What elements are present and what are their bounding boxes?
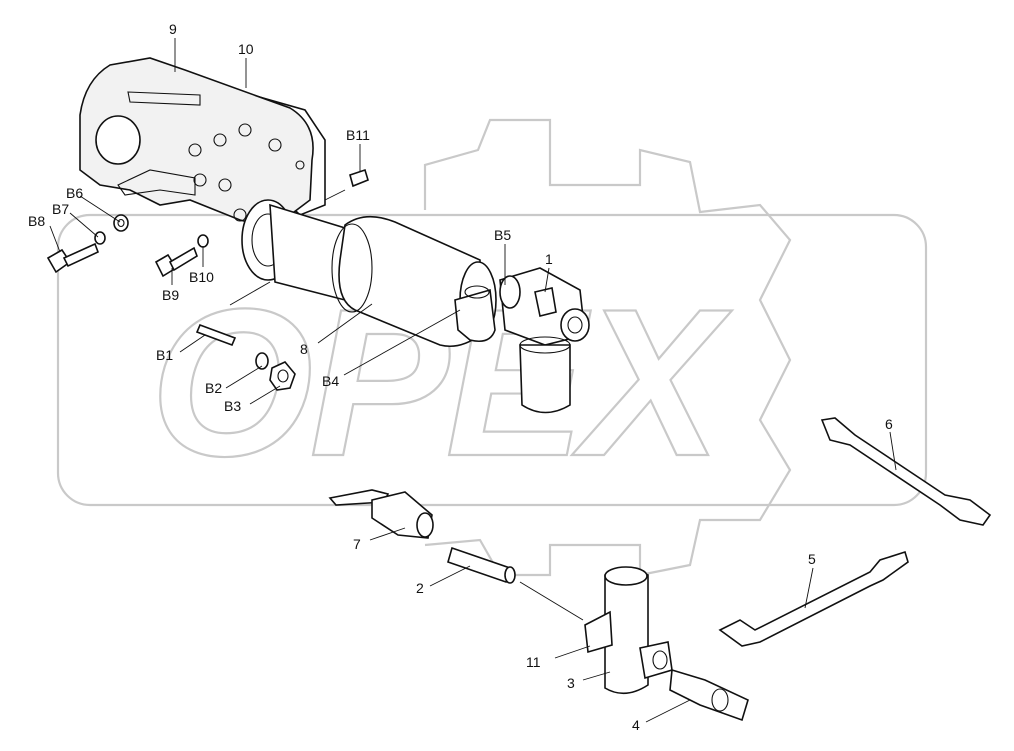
cylinder-body: [338, 215, 481, 348]
callout-B10: B10: [189, 269, 214, 285]
plug-11: [584, 610, 613, 654]
lock-washer-b7: [94, 231, 106, 245]
washer-b10: [197, 234, 209, 248]
nut-b3: [269, 361, 296, 391]
callout-6: 6: [885, 416, 893, 432]
callout-B4: B4: [322, 373, 339, 389]
pin-b11: [349, 168, 369, 188]
callout-11: 11: [526, 654, 541, 670]
callout-B7: B7: [52, 201, 69, 217]
callout-labels: 9 10 B11 B6 B7 B8 B5 1 B10 B9 8 B1 B4 B2…: [28, 21, 893, 733]
callout-9: 9: [169, 21, 177, 37]
filter-valve-assembly: [499, 267, 590, 414]
callout-B2: B2: [205, 380, 222, 396]
lower-components: [328, 417, 992, 722]
adapter-4: [669, 668, 749, 722]
callout-B1: B1: [156, 347, 173, 363]
leader-lines: [49, 38, 897, 723]
callout-10: 10: [238, 41, 254, 57]
cylinder-assembly: [241, 199, 497, 348]
pipe-6: [820, 417, 992, 526]
callout-B5: B5: [494, 227, 511, 243]
callout-B9: B9: [162, 287, 179, 303]
bracket-plate: [79, 57, 314, 226]
callout-7: 7: [353, 536, 361, 552]
stud-b1: [195, 323, 237, 347]
callout-B8: B8: [28, 213, 45, 229]
callout-B11: B11: [346, 127, 370, 143]
flat-washer-b6: [113, 214, 129, 232]
pipe-5: [718, 550, 909, 647]
filter-bowl: [519, 344, 571, 414]
callout-B3: B3: [224, 398, 241, 414]
bracket-plate-assembly: [79, 57, 326, 226]
watermark-gear-outline: [423, 118, 792, 577]
watermark-rounded-frame: [56, 213, 928, 507]
callout-2: 2: [416, 580, 424, 596]
nipple-2: [447, 546, 511, 584]
bracket-main-hole: [95, 115, 141, 165]
callout-8: 8: [300, 341, 308, 357]
washer-b2: [255, 352, 269, 370]
callout-4: 4: [632, 717, 640, 733]
callout-B6: B6: [66, 185, 83, 201]
callout-3: 3: [567, 675, 575, 691]
callout-1: 1: [545, 251, 553, 267]
callout-5: 5: [808, 551, 816, 567]
small-hardware: [46, 168, 369, 391]
elbow-fitting: [454, 288, 496, 343]
